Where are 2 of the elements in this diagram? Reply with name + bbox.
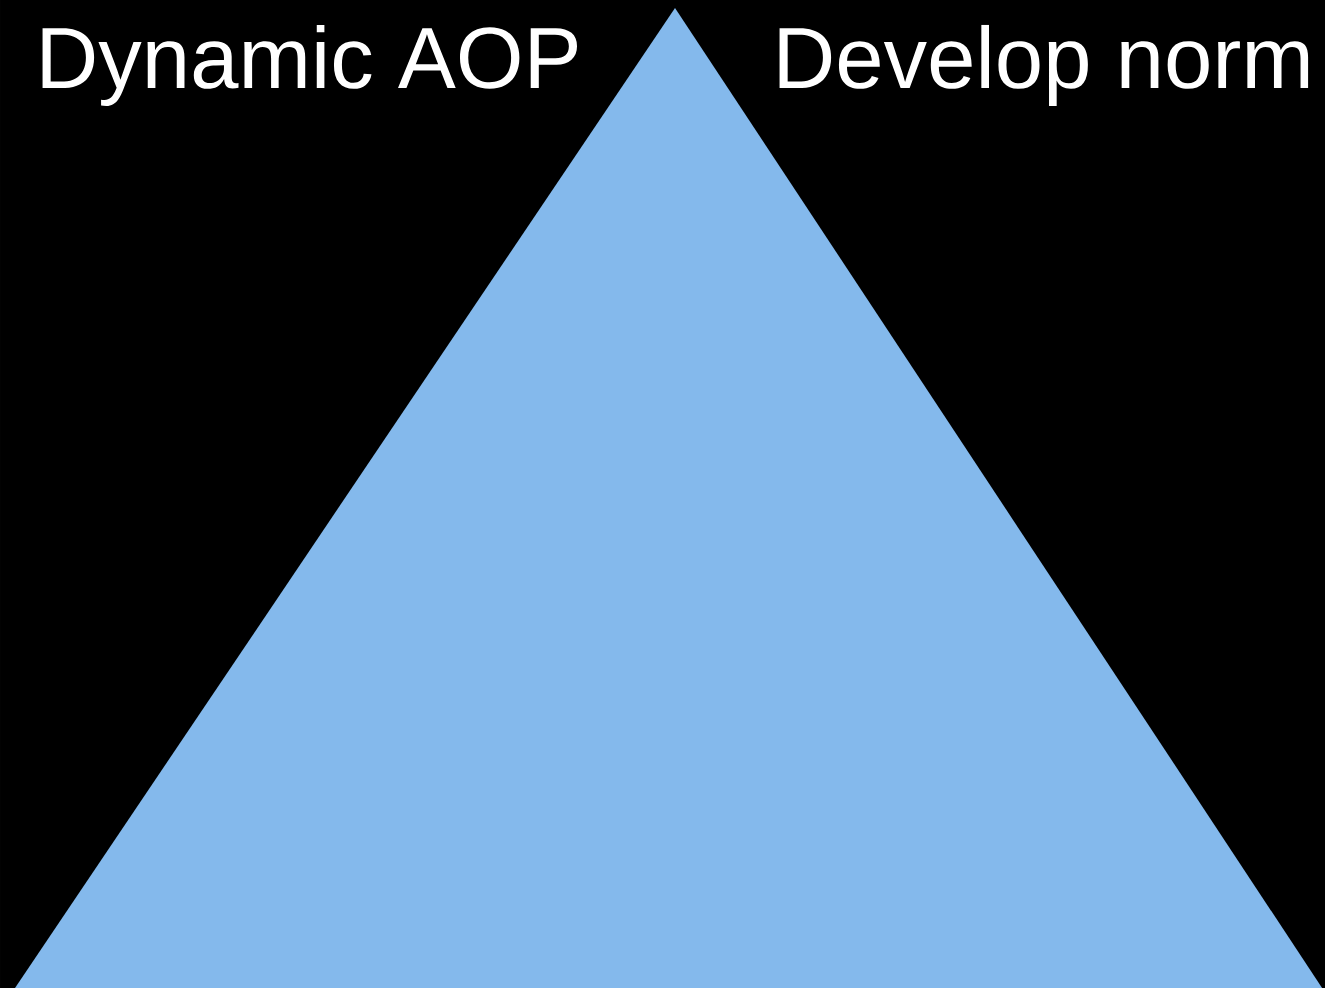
label: Dynamic AOP [42, 24, 577, 107]
label: Develop norm [779, 24, 1309, 107]
